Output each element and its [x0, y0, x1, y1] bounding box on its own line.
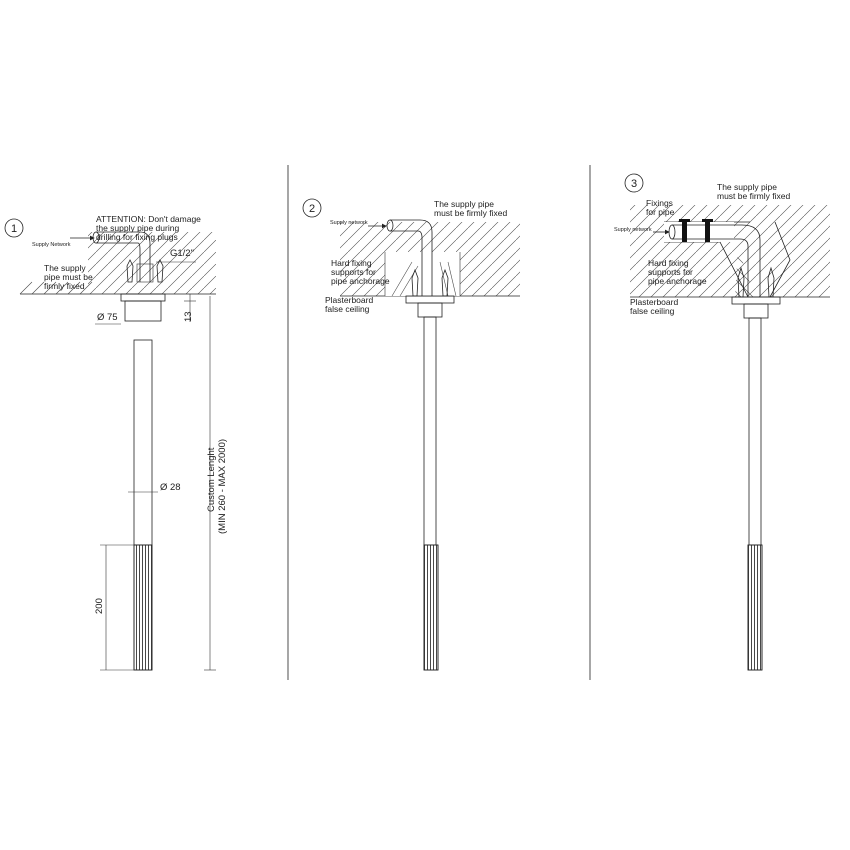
supply-network-label-2: Supply network — [330, 220, 368, 226]
dim-200-label: 200 — [94, 598, 105, 614]
dim-13-label: 13 — [183, 311, 194, 322]
firmly-2-line-2: must be firmly fixed — [434, 208, 507, 218]
dia-flange-label: Ø 75 — [97, 312, 118, 323]
ceiling-hatch — [88, 232, 216, 294]
hard-fixing-2-line-2: supports for — [331, 267, 376, 277]
ribbed-section-3 — [747, 544, 763, 671]
supply-pipe — [96, 231, 151, 282]
plasterboard-2-line-2: false ceiling — [325, 304, 370, 314]
fixing-plugs — [126, 259, 164, 283]
dia-pipe-label: Ø 28 — [160, 482, 181, 493]
firmly-line-2: pipe must be — [44, 272, 93, 282]
firmly-line-3: firmly fixed — [44, 281, 85, 291]
custom-length-label: Custom Lenght — [206, 447, 217, 512]
step-1-number: 1 — [11, 223, 17, 235]
shower-arm — [133, 339, 153, 546]
ceiling-hatch-left — [19, 281, 93, 295]
step-3-badge — [624, 173, 644, 193]
attention-line-2: the supply pipe during — [96, 223, 179, 233]
fixing-plugs-2 — [411, 268, 449, 297]
supply-network-label-3: Supply network — [614, 227, 652, 233]
attention-line-3: drilling for fixing plugs — [96, 232, 178, 242]
step-2-panel: 2 Supply network The supply pipe must be… — [302, 198, 520, 671]
step-3-panel: 3 The supply pipe must be firmly fixed — [614, 173, 830, 671]
step-1-badge — [4, 218, 24, 238]
pipe-clamps — [679, 219, 713, 242]
hard-fixing-3-line-2: supports for — [648, 267, 693, 277]
flange — [120, 293, 166, 302]
firmly-2-line-1: The supply pipe — [434, 199, 494, 209]
hard-fixing-3-line-3: pipe anchorage — [648, 276, 707, 286]
supply-network-label: Supply Network — [32, 242, 71, 248]
step-2-number: 2 — [309, 203, 315, 215]
ribbed-section-2 — [423, 544, 439, 671]
firmly-3-line-1: The supply pipe — [717, 182, 777, 192]
thread-label: G1/2" — [170, 248, 194, 259]
hard-fixing-3-line-1: Hard fixing — [648, 258, 689, 268]
firmly-line-1: The supply — [44, 263, 86, 273]
custom-range-label: (MIN 260 - MAX 2000) — [217, 439, 228, 534]
supply-pipe-2 — [390, 219, 433, 296]
plasterboard-2-line-1: Plasterboard — [325, 295, 373, 305]
fixings-line-1: Fixings — [646, 198, 673, 208]
fixing-plugs-3 — [737, 266, 775, 298]
shower-arm-2 — [423, 316, 437, 546]
plasterboard-3-line-2: false ceiling — [630, 306, 675, 316]
ribbed-section — [133, 544, 153, 671]
shower-arm-3 — [748, 317, 762, 546]
step-1-panel: 1 ATTENTION: Don't damage the — [4, 214, 228, 671]
hard-fixing-2-line-3: pipe anchorage — [331, 276, 390, 286]
fixings-line-2: for pipe — [646, 207, 675, 217]
plasterboard-3-line-1: Plasterboard — [630, 297, 678, 307]
hard-fixing-2-line-1: Hard fixing — [331, 258, 372, 268]
supply-pipe-3 — [672, 224, 761, 297]
attention-line-1: ATTENTION: Don't damage — [96, 214, 201, 224]
firmly-3-line-2: must be firmly fixed — [717, 191, 790, 201]
ceiling-hatch-3 — [630, 205, 830, 297]
step-3-number: 3 — [631, 178, 637, 190]
step-2-badge — [302, 198, 322, 218]
